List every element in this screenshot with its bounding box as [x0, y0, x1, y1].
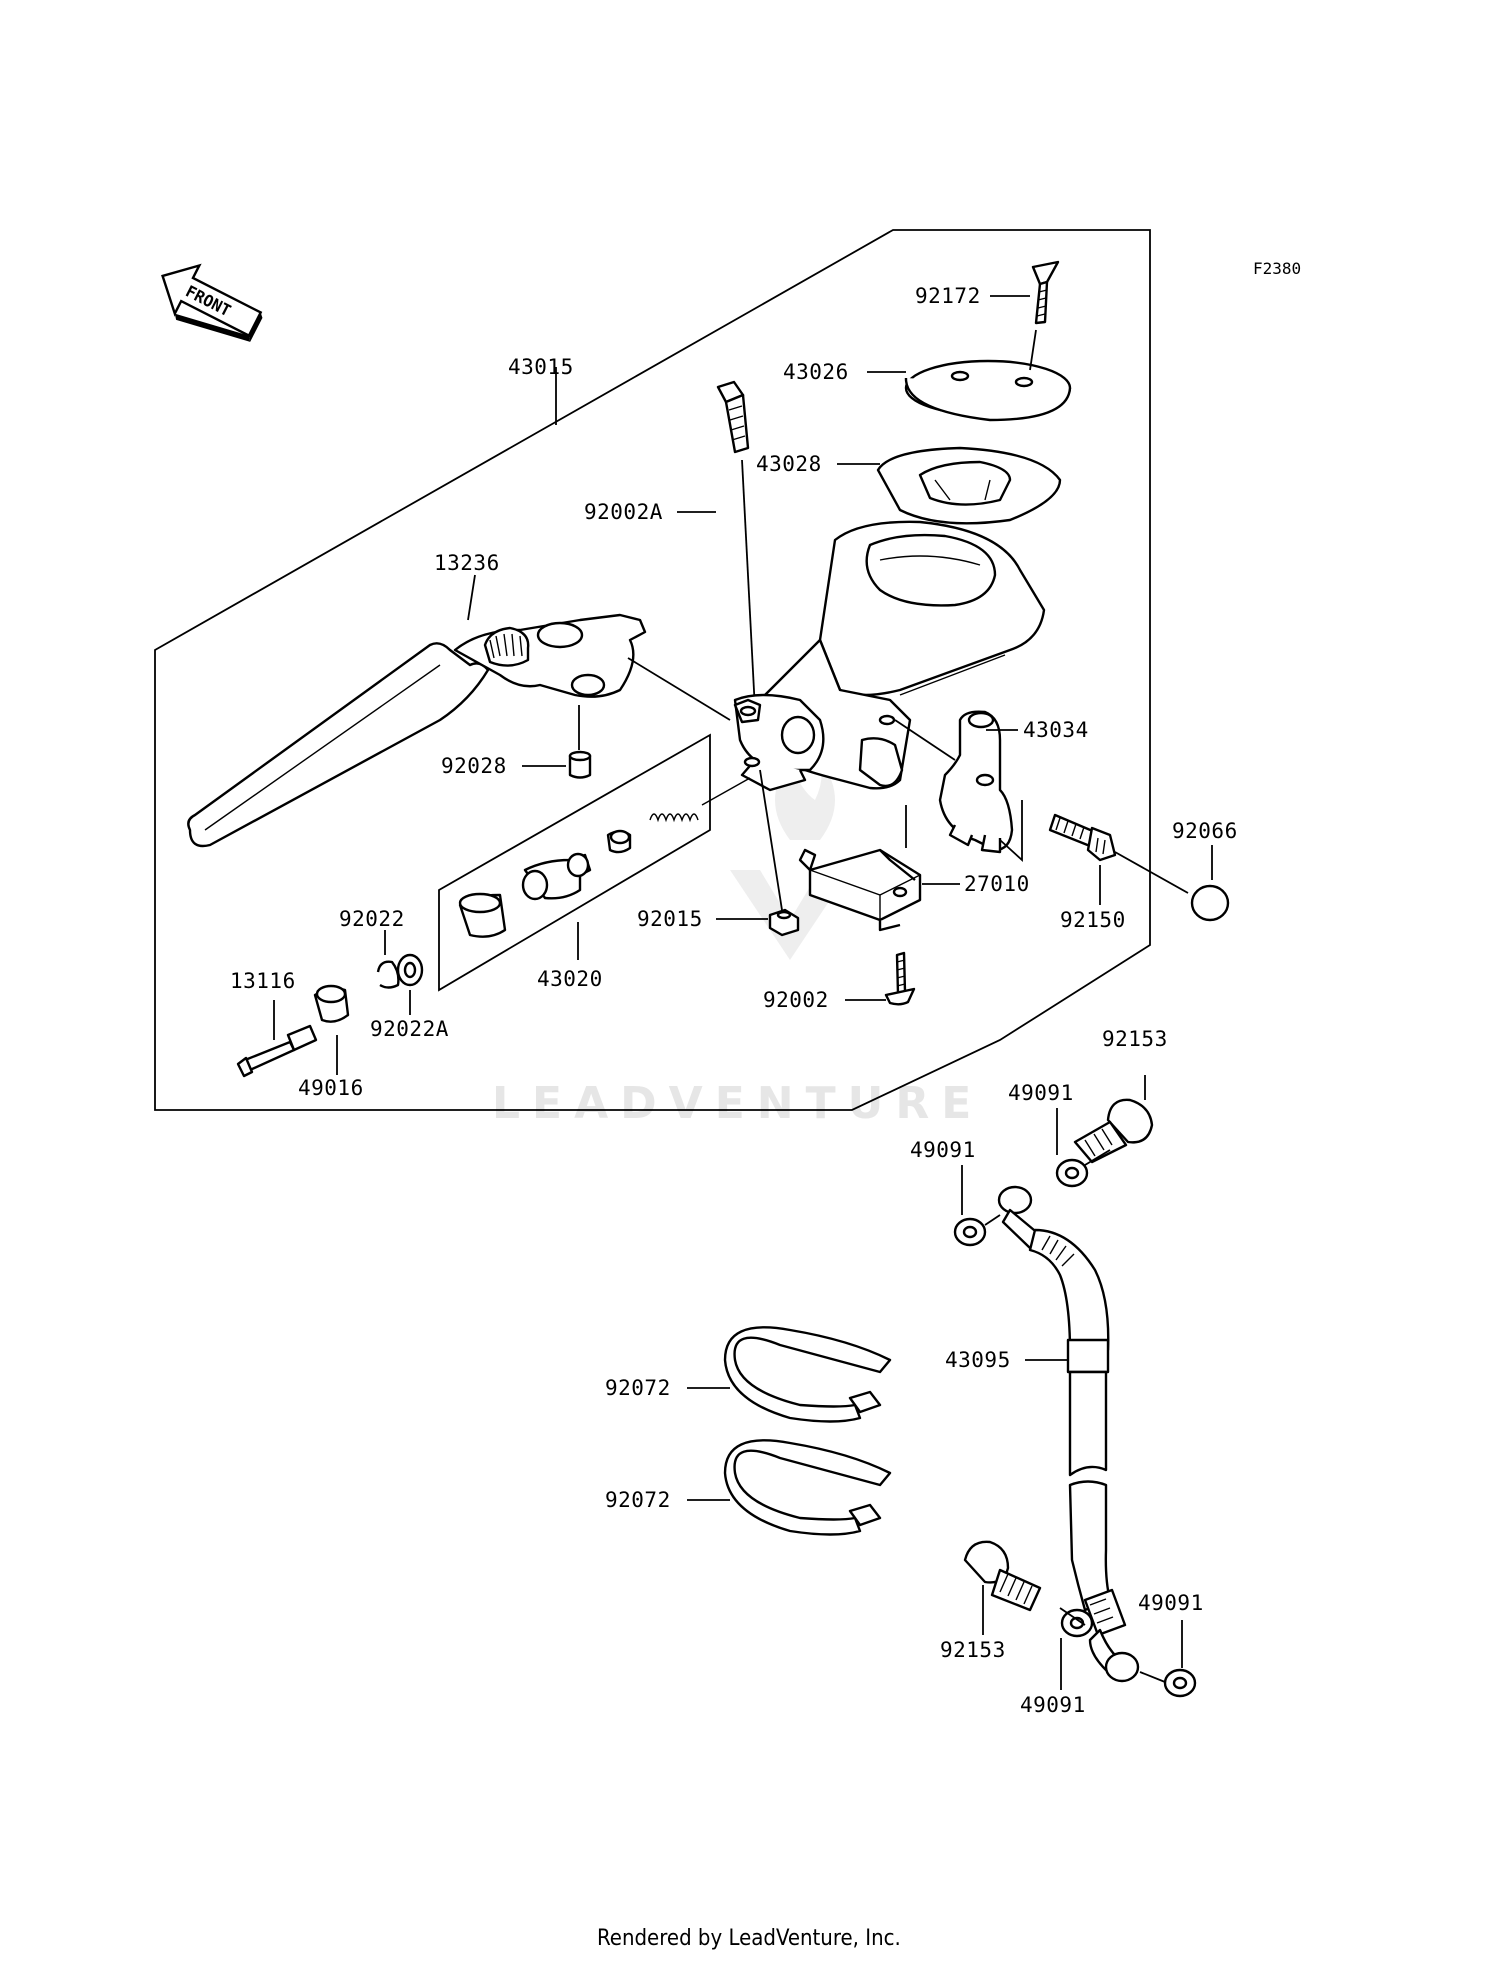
piston-kit-43020-icon — [458, 777, 751, 938]
screw-92002-icon — [884, 951, 916, 1006]
callout-labels: 92172 43026 43015 43028 92002A 13236 430… — [230, 284, 1238, 1717]
leader-92015-up — [759, 769, 783, 911]
callout-92153-upper: 92153 — [1102, 1027, 1168, 1051]
callout-92022: 92022 — [339, 907, 405, 931]
circlip-92022-icon — [376, 960, 400, 989]
leader-92150-cap — [1114, 851, 1189, 894]
sleeve-49016-icon — [313, 984, 350, 1023]
cable-tie-92072-b-icon — [723, 1439, 892, 1536]
bolt-92150-icon — [1048, 813, 1117, 862]
screw-92172-icon — [1031, 260, 1060, 325]
callout-92172: 92172 — [915, 284, 981, 308]
leader-lever-body — [627, 657, 731, 721]
leader-43034-b — [999, 800, 1023, 863]
callout-49091-upper-left: 49091 — [910, 1138, 976, 1162]
footer-credit: Rendered by LeadVenture, Inc. — [597, 1926, 901, 1951]
piston-kit-outline — [438, 733, 711, 992]
figure-code: F2380 — [1253, 259, 1301, 278]
leader-washer-c — [1059, 1607, 1086, 1626]
master-cylinder-body-icon — [733, 520, 1046, 792]
cap-92066-icon — [1190, 884, 1230, 922]
callout-43015: 43015 — [508, 355, 574, 379]
assembly-outline — [154, 229, 1151, 1111]
callout-92066: 92066 — [1172, 819, 1238, 843]
callout-92072-lower: 92072 — [605, 1488, 671, 1512]
callout-92002: 92002 — [763, 988, 829, 1012]
clutch-hose-43095-icon — [997, 1185, 1140, 1683]
callout-92015: 92015 — [637, 907, 703, 931]
callout-92022A: 92022A — [370, 1017, 449, 1041]
leader-washer-bolt — [1084, 1149, 1111, 1166]
leader-92172-down — [1029, 329, 1037, 371]
banjo-bolt-92153-upper-icon — [1073, 1098, 1154, 1164]
callout-49091-lower-left: 49091 — [1020, 1693, 1086, 1717]
callout-43028: 43028 — [756, 452, 822, 476]
washer-49091-c-icon — [1060, 1608, 1094, 1638]
callout-92072-upper: 92072 — [605, 1376, 671, 1400]
reservoir-cap-43026-icon — [904, 359, 1072, 422]
callout-49091-lower-right: 49091 — [1138, 1591, 1204, 1615]
watermark: LEADVENTURE — [492, 760, 983, 1129]
washer-92022A-icon — [396, 953, 424, 987]
callout-92153-lower: 92153 — [940, 1638, 1006, 1662]
callout-49091-upper-right: 49091 — [1008, 1081, 1074, 1105]
clamp-43034-icon — [938, 710, 1014, 854]
banjo-bolt-92153-lower-icon — [963, 1540, 1042, 1612]
screw-92002A-icon — [716, 380, 750, 454]
callout-92002A: 92002A — [584, 500, 663, 524]
callout-43026: 43026 — [783, 360, 849, 384]
switch-27010-icon — [798, 848, 922, 932]
callout-27010: 27010 — [964, 872, 1030, 896]
callout-13236: 13236 — [434, 551, 500, 575]
front-arrow-icon: FRONT — [161, 263, 263, 342]
pivot-13116-icon — [236, 1024, 318, 1078]
callout-92150: 92150 — [1060, 908, 1126, 932]
washer-49091-d-icon — [1163, 1668, 1197, 1698]
leader-body-clamp — [894, 719, 956, 761]
leader-92002A-down — [741, 459, 756, 711]
leader-washer-d — [1139, 1671, 1166, 1683]
leader-13236 — [467, 574, 476, 621]
nut-92015-icon — [768, 908, 800, 937]
spacer-92028-icon — [568, 750, 592, 779]
washer-49091-a-icon — [1055, 1158, 1089, 1188]
callout-43095: 43095 — [945, 1348, 1011, 1372]
callout-49016: 49016 — [298, 1076, 364, 1100]
callout-13116: 13116 — [230, 969, 296, 993]
callout-43034: 43034 — [1023, 718, 1089, 742]
callout-43020: 43020 — [537, 967, 603, 991]
watermark-text: LEADVENTURE — [492, 1078, 983, 1129]
diaphragm-43028-icon — [876, 446, 1062, 525]
clutch-lever-13236-icon — [187, 613, 647, 848]
leader-washer-b — [984, 1214, 1001, 1226]
cable-tie-92072-a-icon — [723, 1326, 892, 1423]
callout-92028: 92028 — [441, 754, 507, 778]
washer-49091-b-icon — [953, 1217, 987, 1247]
